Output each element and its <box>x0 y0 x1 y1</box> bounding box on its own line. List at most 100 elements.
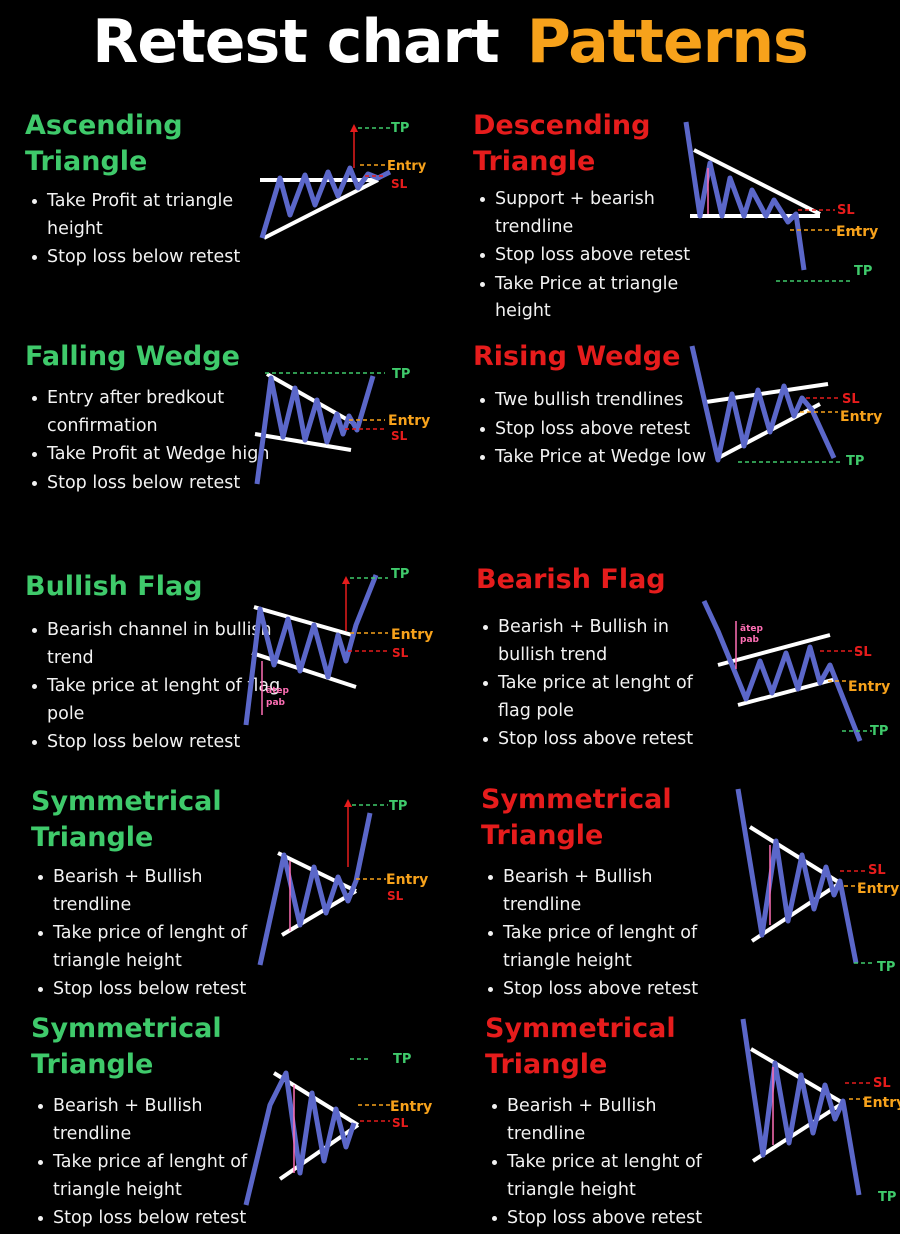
pattern-heading: Symmetrical Triangle <box>481 784 672 851</box>
tp-label: TP <box>877 960 895 975</box>
bullet-item: Bearish + Bullish trendline <box>492 1093 732 1148</box>
pattern-falling-wedge: Falling Wedge Entry after bredkout confi… <box>25 339 450 559</box>
bullet-item: Stop loss above retest <box>492 1205 732 1233</box>
bullet-item: Bearish + Bullish trendline <box>38 1093 278 1148</box>
entry-label: Entry <box>391 627 433 643</box>
pattern-heading: Bearish Flag <box>476 564 666 595</box>
entry-label: Entry <box>390 1099 432 1115</box>
bullet-item: Take price at lenght of triangle height <box>492 1149 732 1204</box>
pattern-heading: Bullish Flag <box>25 571 203 602</box>
bullet-item: Stop loss above retest <box>480 242 710 270</box>
sl-label: SL <box>392 646 409 660</box>
sl-label: SL <box>391 429 408 443</box>
bullet-item: Stop loss below retest <box>32 470 282 498</box>
pattern-bullish-flag: Bullish Flag Bearish channel in bullish … <box>25 569 450 769</box>
pattern-heading: Descending Triangle <box>473 110 651 177</box>
sl-label: SL <box>873 1076 891 1091</box>
entry-label: Entry <box>863 1095 900 1111</box>
tp-label: TP <box>391 121 409 136</box>
descending-triangle-diagram: SL Entry TP <box>683 121 878 282</box>
bullet-item: Stop loss above retest <box>480 416 710 444</box>
title-part-1: Retest chart <box>92 7 500 77</box>
entry-label: Entry <box>857 881 899 897</box>
entry-label: Entry <box>836 224 878 240</box>
bullet-item: Stop loss below retest <box>38 1205 278 1233</box>
sl-label: SL <box>837 203 855 218</box>
bullet-list: Twe bullish trendlines Stop loss above r… <box>473 387 710 473</box>
bullet-item: Bearish channel in bullish trend <box>32 617 282 672</box>
bullet-item: Take price at lenght of flag pole <box>483 670 713 725</box>
entry-label: Entry <box>840 409 882 425</box>
bullet-item: Take Price at triangle height <box>480 271 710 326</box>
entry-label: Entry <box>386 872 428 888</box>
bullet-item: Take price of lenght of triangle height <box>488 920 728 975</box>
pole-label: pab <box>740 635 760 645</box>
pattern-heading: Symmetrical Triangle <box>485 1013 676 1080</box>
bullet-list: Bearish + Bullish trendline Take price a… <box>485 1093 732 1234</box>
symmetrical-triangle-bearish-diagram: SL Entry TP <box>735 788 899 975</box>
bullet-item: Take price of lenght of triangle height <box>38 920 278 975</box>
entry-label: Entry <box>848 679 890 695</box>
tp-label: TP <box>391 567 409 582</box>
pattern-heading: Symmetrical Triangle <box>31 786 222 853</box>
bullet-item: Twe bullish trendlines <box>480 387 710 415</box>
symmetrical-triangle-bearish-2-diagram: SL Entry TP <box>740 1018 900 1205</box>
pattern-symmetrical-triangle-bullish: Symmetrical Triangle Bearish + Bullish t… <box>31 784 451 999</box>
bullet-item: Bearish + Bullish trendline <box>38 864 278 919</box>
symmetrical-triangle-bullish-2-diagram: TP Entry SL <box>243 1052 432 1206</box>
bullet-item: Entry after bredkout confirmation <box>32 385 282 440</box>
tp-label: TP <box>878 1190 896 1205</box>
pattern-ascending-triangle: Ascending Triangle Take Profit at triang… <box>25 108 450 328</box>
sl-label: SL <box>854 645 872 660</box>
bullet-item: Stop loss below retest <box>32 729 282 757</box>
pattern-heading: Symmetrical Triangle <box>31 1013 222 1080</box>
pattern-heading: Ascending Triangle <box>25 110 183 177</box>
bullet-item: Take Profit at triangle height <box>32 188 282 243</box>
pattern-descending-triangle: Descending Triangle Support + bearish tr… <box>473 108 898 328</box>
falling-wedge-diagram: TP Entry SL <box>254 367 430 485</box>
bullet-list: Bearish channel in bullish trend Take pr… <box>25 617 282 758</box>
sl-label: SL <box>842 392 860 407</box>
bullet-list: Bearish + Bullish trendline Take price o… <box>31 864 278 1005</box>
bullet-item: Support + bearish trendline <box>480 186 710 241</box>
entry-label: Entry <box>388 413 430 429</box>
bearish-flag-diagram: SL Entry TP ätep pab <box>701 599 890 742</box>
bullish-flag-diagram: TP Entry SL ätep pab <box>243 567 433 726</box>
pole-label: ätep <box>266 686 289 696</box>
tp-label: TP <box>392 367 410 382</box>
bullet-item: Bearish + Bullish trendline <box>488 864 728 919</box>
pole-label: ätep <box>740 624 763 634</box>
sl-label: SL <box>392 1116 409 1130</box>
pattern-bearish-flag: Bearish Flag Bearish + Bullish in bullis… <box>476 562 896 762</box>
bullet-item: Stop loss above retest <box>488 976 728 1004</box>
rising-wedge-diagram: SL Entry TP <box>689 345 882 469</box>
tp-label: TP <box>393 1052 411 1067</box>
pattern-heading: Falling Wedge <box>25 341 240 372</box>
sl-label: SL <box>387 889 404 903</box>
entry-label: Entry <box>387 159 427 174</box>
pattern-symmetrical-triangle-bearish: Symmetrical Triangle Bearish + Bullish t… <box>481 782 896 999</box>
bullet-list: Support + bearish trendline Stop loss ab… <box>473 186 710 327</box>
bullet-item: Take Profit at Wedge high <box>32 441 282 469</box>
ascending-triangle-diagram: TP Entry SL <box>259 121 427 240</box>
symmetrical-triangle-bullish-diagram: TP Entry SL <box>257 799 428 966</box>
bullet-item: Stop loss below retest <box>38 976 278 1004</box>
tp-label: TP <box>846 454 864 469</box>
bullet-item: Take price af lenght of triangle height <box>38 1149 278 1204</box>
page-title: Retest chart Patterns <box>0 4 900 84</box>
tp-label: TP <box>854 264 872 279</box>
title-part-2: Patterns <box>526 7 809 77</box>
pattern-heading: Rising Wedge <box>473 341 681 372</box>
sl-label: SL <box>868 863 886 878</box>
bullet-list: Bearish + Bullish in bullish trend Take … <box>476 614 713 755</box>
bullet-item: Bearish + Bullish in bullish trend <box>483 614 713 669</box>
bullet-list: Entry after bredkout confirmation Take P… <box>25 385 282 498</box>
bullet-item: Take price at lenght of flag pole <box>32 673 282 728</box>
bullet-item: Stop loss below retest <box>32 244 282 272</box>
pattern-rising-wedge: Rising Wedge Twe bullish trendlines Stop… <box>473 339 898 559</box>
tp-label: TP <box>870 724 888 739</box>
tp-label: TP <box>389 799 407 814</box>
bullet-item: Take Price at Wedge low <box>480 444 710 472</box>
sl-label: SL <box>391 177 408 191</box>
bullet-list: Take Profit at triangle height Stop loss… <box>25 188 282 273</box>
